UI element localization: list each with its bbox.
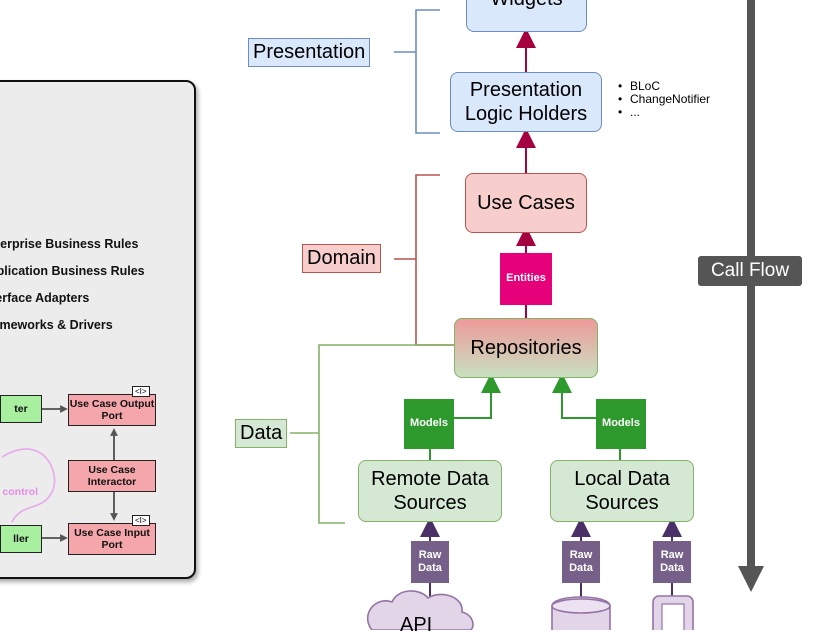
data-layer-label: Data [235,419,288,448]
rule-frameworks-drivers: Frameworks & Drivers [0,318,113,332]
call-flow-arrow-head [738,566,764,592]
repositories-node: Repositories [454,318,598,378]
api-label: API [400,614,433,636]
call-flow-label: Call Flow [698,256,802,286]
controller-box: ller [0,525,42,553]
data-bracket [290,344,455,524]
bullet-item: BLoC [618,80,710,93]
input-port-interface-marker: <I> [132,515,150,526]
repositories-label: Repositories [470,336,582,359]
raw-data-tag-2: Raw Data [562,541,600,583]
presentation-logic-holders-label: Presentation Logic Holders [464,78,588,125]
remote-data-sources-label: Remote Data Sources [371,467,489,514]
use-case-interactor-label: Use Case Interactor [87,463,137,488]
rule-interface-adapters: Interface Adapters [0,291,90,305]
use-cases-node: Use Cases [465,173,587,233]
local-data-sources-label: Local Data Sources [574,467,670,514]
use-case-input-port-box: Use Case Input Port [68,523,156,555]
clean-architecture-panel: Enterprise Business Rules Application Bu… [0,80,196,579]
models-tag-right: Models [596,399,646,449]
presentation-layer-label: Presentation [248,38,371,67]
use-case-interactor-box: Use Case Interactor [68,460,156,492]
output-port-interface-marker: <I> [132,386,150,397]
widgets-node: Widgets [466,0,587,32]
panel-connector-layer [1,405,118,542]
presenter-box: ter [0,395,42,423]
flow-of-control-label: f control [0,486,38,498]
raw-data-tag-3: Raw Data [653,541,691,583]
use-case-input-port-label: Use Case Input Port [74,526,150,551]
bullet-item: ... [618,106,710,119]
raw-data-tag-1: Raw Data [411,541,449,583]
domain-layer-label: Domain [302,244,381,273]
rule-application: Application Business Rules [0,264,145,278]
cloud-icon [366,590,474,630]
local-data-sources-node: Local Data Sources [550,460,694,522]
use-case-output-port-label: Use Case Output Port [69,397,155,422]
use-case-output-port-box: Use Case Output Port [68,394,156,426]
controller-box-label: ller [13,532,29,545]
widgets-label: Widgets [490,0,562,11]
flow-of-control-curve [1,448,56,523]
domain-bracket [394,174,455,346]
use-cases-label: Use Cases [477,191,575,214]
presentation-bracket [394,9,440,134]
presentation-logic-holders-node: Presentation Logic Holders [450,72,602,132]
entities-tag: Entities [500,253,552,305]
remote-data-sources-node: Remote Data Sources [358,460,502,522]
rule-enterprise: Enterprise Business Rules [0,237,139,251]
presentation-logic-examples: BLoC ChangeNotifier ... [618,80,710,119]
bullet-item: ChangeNotifier [618,93,710,106]
presenter-box-label: ter [14,402,28,415]
models-tag-left: Models [404,399,454,449]
